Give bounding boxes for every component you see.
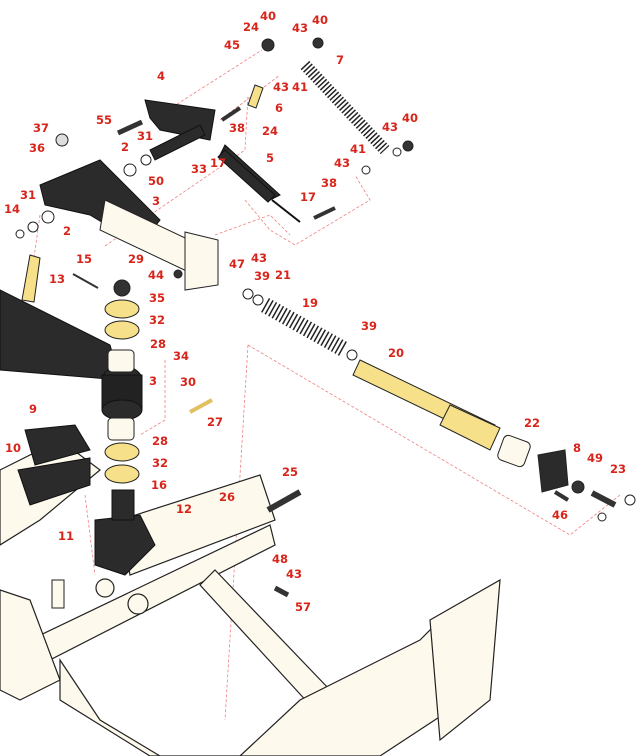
extension-spring: [300, 60, 390, 155]
callout-21[interactable]: 21: [274, 268, 292, 282]
callout-28[interactable]: 28: [149, 337, 167, 351]
callout-44[interactable]: 44: [147, 268, 165, 282]
callout-49[interactable]: 49: [586, 451, 604, 465]
brass-parts: [21, 84, 501, 484]
callout-4[interactable]: 4: [156, 69, 166, 83]
callout-16[interactable]: 16: [150, 478, 168, 492]
callout-32[interactable]: 32: [151, 456, 169, 470]
callout-37[interactable]: 37: [32, 121, 50, 135]
callout-43[interactable]: 43: [291, 21, 309, 35]
callout-14[interactable]: 14: [3, 202, 21, 216]
callout-43[interactable]: 43: [381, 120, 399, 134]
callout-7[interactable]: 7: [335, 53, 345, 67]
callout-41[interactable]: 41: [291, 80, 309, 94]
callout-35[interactable]: 35: [148, 291, 166, 305]
callout-17[interactable]: 17: [299, 190, 317, 204]
callout-38[interactable]: 38: [320, 176, 338, 190]
callout-9[interactable]: 9: [28, 402, 38, 416]
callout-2[interactable]: 2: [120, 140, 130, 154]
callout-13[interactable]: 13: [48, 272, 66, 286]
hardware: [15, 37, 636, 609]
callout-30[interactable]: 30: [179, 375, 197, 389]
callout-43[interactable]: 43: [250, 251, 268, 265]
callout-8[interactable]: 8: [572, 441, 582, 455]
mower-frame: [0, 439, 501, 756]
callout-28[interactable]: 28: [151, 434, 169, 448]
callout-48[interactable]: 48: [271, 552, 289, 566]
callout-3[interactable]: 3: [148, 374, 158, 388]
callout-39[interactable]: 39: [360, 319, 378, 333]
callout-31[interactable]: 31: [136, 129, 154, 143]
callout-20[interactable]: 20: [387, 346, 405, 360]
callout-34[interactable]: 34: [172, 349, 190, 363]
callout-17[interactable]: 17: [209, 156, 227, 170]
callout-43[interactable]: 43: [285, 567, 303, 581]
callout-33[interactable]: 33: [190, 162, 208, 176]
callout-12[interactable]: 12: [175, 502, 193, 516]
callout-24[interactable]: 24: [261, 124, 279, 138]
callout-45[interactable]: 45: [223, 38, 241, 52]
callout-29[interactable]: 29: [127, 252, 145, 266]
callout-23[interactable]: 23: [609, 462, 627, 476]
callout-24[interactable]: 24: [242, 20, 260, 34]
callout-3[interactable]: 3: [151, 194, 161, 208]
callout-40[interactable]: 40: [311, 13, 329, 27]
pivot-tube: [99, 199, 531, 468]
compression-spring: [261, 298, 349, 357]
callout-31[interactable]: 31: [19, 188, 37, 202]
callout-5[interactable]: 5: [265, 151, 275, 165]
callout-39[interactable]: 39: [253, 269, 271, 283]
callout-41[interactable]: 41: [349, 142, 367, 156]
callout-40[interactable]: 40: [401, 111, 419, 125]
callout-11[interactable]: 11: [57, 529, 75, 543]
callout-43[interactable]: 43: [333, 156, 351, 170]
callout-38[interactable]: 38: [228, 121, 246, 135]
callout-2[interactable]: 2: [62, 224, 72, 238]
callout-36[interactable]: 36: [28, 141, 46, 155]
callout-46[interactable]: 46: [551, 508, 569, 522]
callout-50[interactable]: 50: [147, 174, 165, 188]
callout-43[interactable]: 43: [272, 80, 290, 94]
callout-15[interactable]: 15: [75, 252, 93, 266]
shock-absorber: [217, 149, 301, 223]
callout-55[interactable]: 55: [95, 113, 113, 127]
callout-47[interactable]: 47: [228, 257, 246, 271]
callout-25[interactable]: 25: [281, 465, 299, 479]
callout-32[interactable]: 32: [148, 313, 166, 327]
callout-40[interactable]: 40: [259, 9, 277, 23]
callout-26[interactable]: 26: [218, 490, 236, 504]
callout-6[interactable]: 6: [274, 101, 284, 115]
callout-27[interactable]: 27: [206, 415, 224, 429]
callout-10[interactable]: 10: [4, 441, 22, 455]
callout-22[interactable]: 22: [523, 416, 541, 430]
callout-57[interactable]: 57: [294, 600, 312, 614]
callout-19[interactable]: 19: [301, 296, 319, 310]
